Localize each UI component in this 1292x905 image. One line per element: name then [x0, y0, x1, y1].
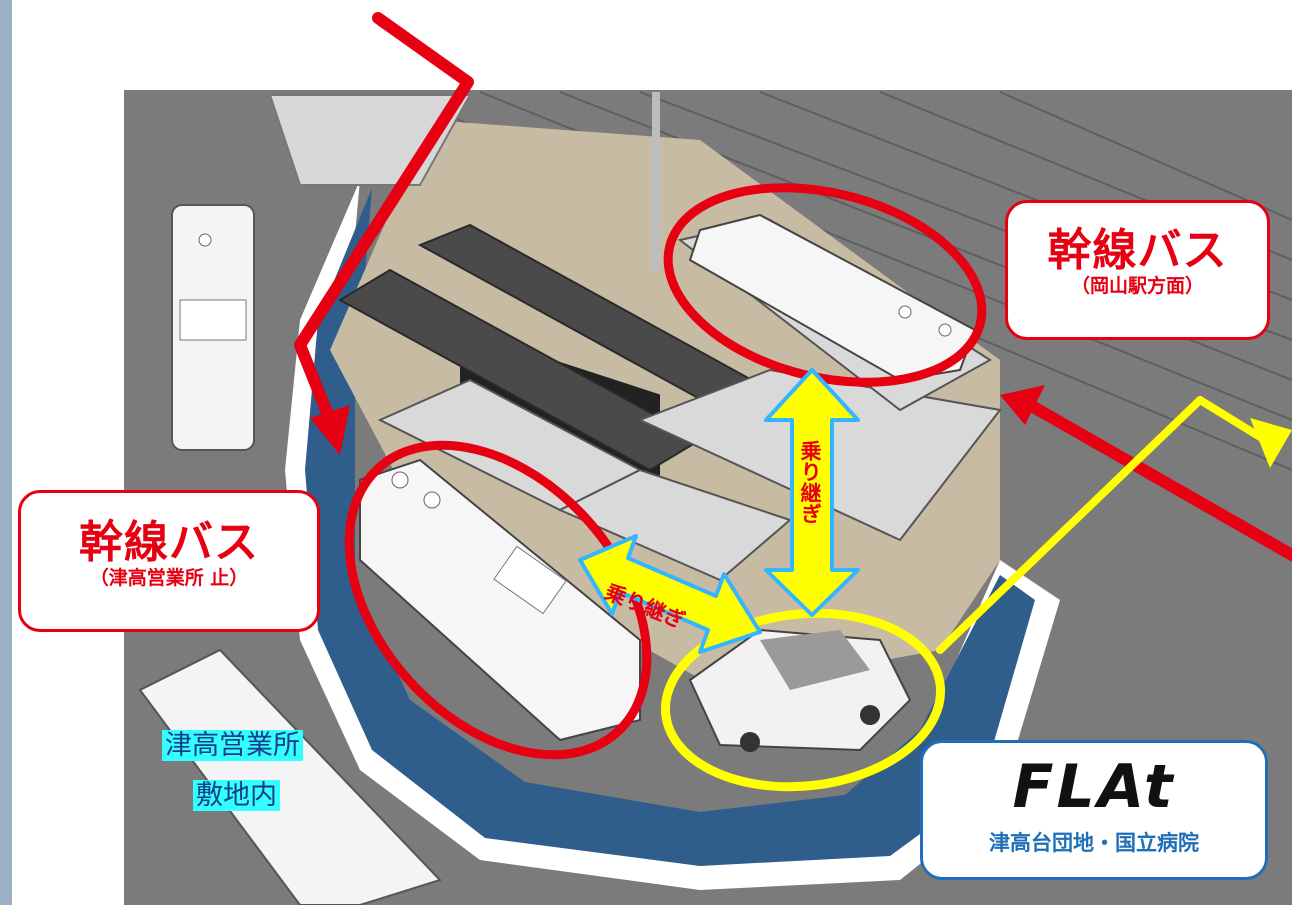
transfer-label-vertical: 乗り継ぎ — [798, 440, 822, 524]
callout-flat: FLAt 津高台団地・国立病院 — [920, 740, 1268, 880]
depot-label-line2: 敷地内 — [193, 780, 280, 812]
callout-trunk-bus-okayama-subtitle: （岡山駅方面） — [1070, 275, 1204, 298]
bus-trunk-right — [688, 213, 977, 382]
arrowhead-red-inbound — [310, 405, 350, 455]
callout-trunk-bus-okayama: 幹線バス （岡山駅方面） — [1005, 200, 1270, 340]
route-yellow-flat — [936, 396, 1269, 654]
depot-label-line1: 津高営業所 — [162, 730, 303, 762]
callout-trunk-bus-depot-subtitle: （津高営業所 止） — [89, 567, 249, 590]
bus-parked-bottom — [138, 648, 442, 905]
highlight-ellipse-flat — [660, 608, 946, 792]
arrowhead-red-outbound — [1000, 385, 1045, 425]
bus-trunk-left — [359, 458, 641, 742]
arrowhead-yellow-flat — [1250, 418, 1292, 468]
callout-trunk-bus-okayama-title: 幹線バス — [1047, 225, 1228, 276]
route-red-inbound — [294, 12, 474, 426]
flat-logo: FLAt — [1012, 752, 1176, 822]
highlight-ellipse-trunk-right — [663, 183, 987, 387]
route-red-outbound — [1024, 399, 1292, 561]
transfer-arrow-vertical — [764, 368, 860, 617]
light-pole — [652, 92, 660, 272]
callout-trunk-bus-depot-title: 幹線バス — [79, 517, 259, 568]
bus-parked-left — [171, 204, 255, 451]
highlight-ellipse-trunk-left — [344, 440, 652, 760]
transfer-arrow-horizontal — [578, 534, 762, 654]
van-flat — [688, 628, 912, 752]
flat-destination: 津高台団地・国立病院 — [989, 831, 1199, 855]
callout-trunk-bus-depot: 幹線バス （津高営業所 止） — [18, 490, 320, 632]
photo-strip-left — [0, 0, 12, 905]
